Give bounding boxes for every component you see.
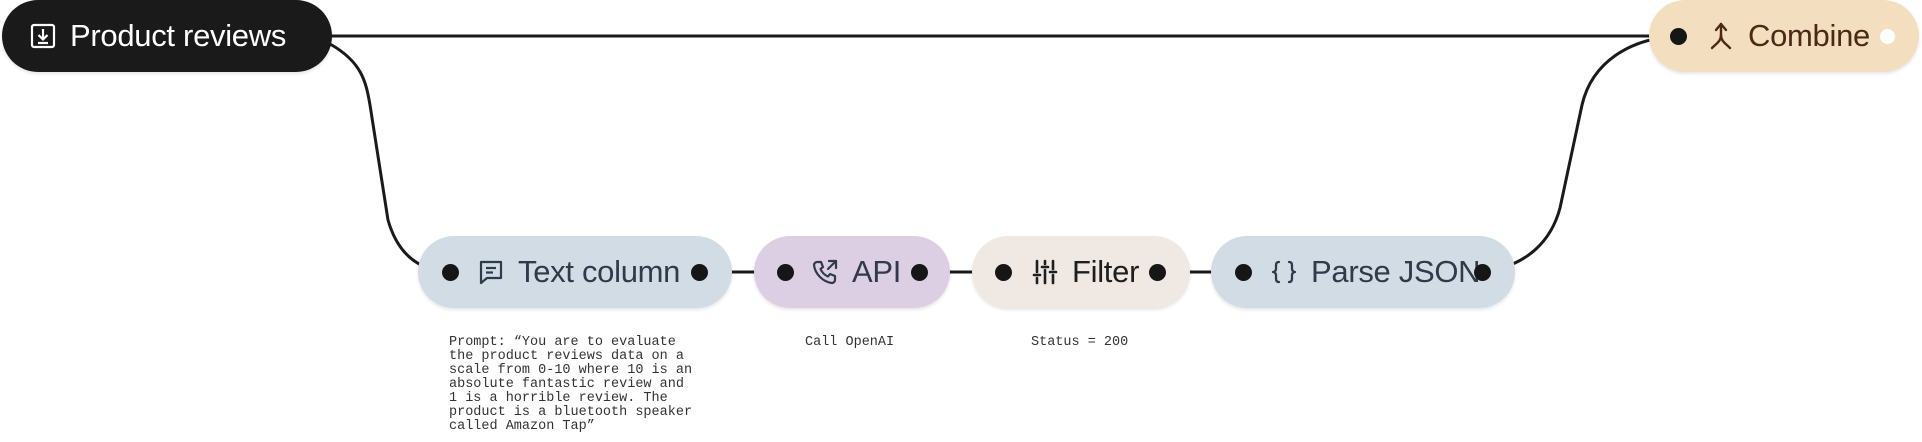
braces-icon xyxy=(1269,257,1299,287)
download-icon xyxy=(28,21,58,51)
node-parse-json[interactable]: Parse JSON xyxy=(1211,236,1515,308)
api-note: Call OpenAI xyxy=(805,335,895,350)
filter-note: Status = 200 xyxy=(1031,335,1129,350)
node-product-reviews[interactable]: Product reviews xyxy=(2,0,332,72)
text-column-prompt-note: Prompt: “You are to evaluate the product… xyxy=(449,335,693,434)
node-label: Product reviews xyxy=(70,18,287,53)
node-text-column[interactable]: Text column xyxy=(418,236,732,308)
node-label: Filter xyxy=(1072,254,1140,289)
node-combine[interactable]: Combine xyxy=(1649,0,1919,72)
output-port[interactable] xyxy=(911,263,928,281)
input-port[interactable] xyxy=(1235,263,1252,281)
node-label: Parse JSON xyxy=(1311,254,1481,289)
edge-parse-json-to-combine xyxy=(1481,34,1680,274)
output-port[interactable] xyxy=(1149,263,1166,281)
output-port[interactable] xyxy=(691,263,708,281)
input-port[interactable] xyxy=(995,263,1012,281)
sliders-icon xyxy=(1030,257,1060,287)
node-label: Text column xyxy=(518,254,681,289)
phone-outgoing-icon xyxy=(810,257,840,287)
node-api[interactable]: API xyxy=(754,236,950,308)
output-port[interactable] xyxy=(1474,263,1491,281)
node-label: API xyxy=(852,254,902,289)
node-filter[interactable]: Filter xyxy=(972,236,1190,308)
input-port[interactable] xyxy=(777,263,794,281)
input-port[interactable] xyxy=(1670,27,1687,45)
message-square-icon xyxy=(476,257,506,287)
merge-icon xyxy=(1706,21,1736,51)
edge-product-reviews-to-text-column xyxy=(329,42,451,274)
input-port[interactable] xyxy=(442,263,459,281)
output-port[interactable] xyxy=(1880,28,1895,44)
node-label: Combine xyxy=(1748,18,1870,53)
